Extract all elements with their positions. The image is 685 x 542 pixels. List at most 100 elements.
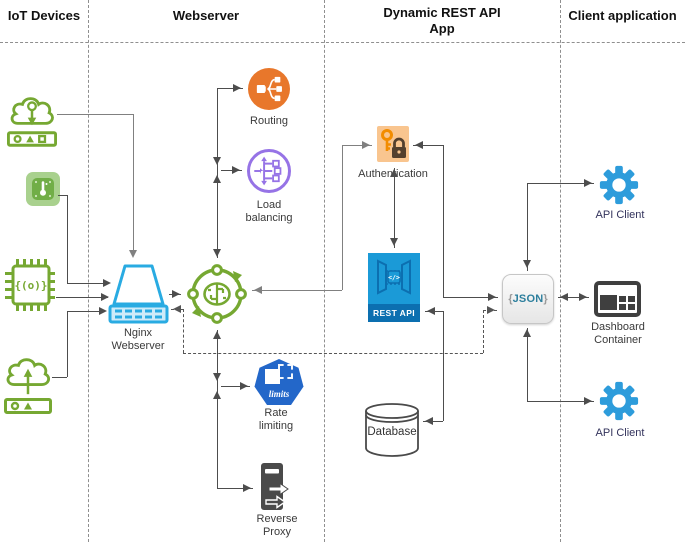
edge-gw-auth-h1 [252,290,342,291]
column-header-client-application: Client application [568,8,677,23]
arrow-into-nginx-3 [99,307,112,315]
edge-gateway-bottom-trunk [217,330,218,488]
edge-cloud2-v [67,311,68,377]
arrow-into-gateway-bottom [213,326,221,339]
arrow-into-api-client-top [584,179,597,187]
reverse-proxy-label: Reverse Proxy [256,513,298,538]
dashed-h2 [183,353,483,354]
database-label: Database [367,426,417,438]
api-client-top-label: API Client [595,209,645,221]
arrow-into-auth-left [362,141,375,149]
load-balancing-icon [247,149,291,193]
rate-limiting-icon-text: limits [268,389,290,399]
edge-cloud2-h1 [52,377,67,378]
dashboard-container-label: Dashboard Container [591,321,645,346]
iot-cloud-upload-icon [4,352,52,403]
divider-iot-webserver [88,0,89,542]
api-client-bottom-label: API Client [595,427,645,439]
edge-gateway-top-trunk [217,88,218,258]
json-gateway: {JSON} [502,274,554,324]
divider-header [0,42,685,43]
arrow-into-api-client-bottom [584,397,597,405]
edge-gw-auth-h2 [342,145,372,146]
edge-json-clientbot-h [527,401,594,402]
edge-auth-json-h2 [443,297,498,298]
api-client-bottom-icon [598,380,640,427]
arrow-into-rest-top [390,238,398,251]
load-balancing-label: Load balancing [245,199,293,224]
iot-device-bar-icon [6,131,57,152]
arrow-into-nginx-1 [103,279,116,287]
edge-json-clienttop-v [527,183,528,271]
iot-thermometer-sensor-icon [26,172,60,206]
junction-rl-up [213,386,221,399]
arrow-into-nginx-2 [101,293,114,301]
arrow-into-rate-limiting [240,382,253,390]
divider-api-client [560,0,561,542]
json-brace-right: } [543,293,548,305]
arrow-into-reverse-proxy [243,484,256,492]
rate-limiting-label: Rate limiting [258,407,294,432]
dashed-v1 [183,309,184,353]
database-icon: Database [363,402,421,463]
junction-rl-down [213,373,221,386]
api-gateway-brain-icon [186,263,248,330]
edge-rest-db-h2 [423,421,443,422]
iot-chip-icon: {(o)} [3,253,57,322]
edge-cloud1-h [57,114,133,115]
arrow-into-json-right [555,293,568,301]
reverse-proxy-icon [256,461,296,520]
junction-lb-down [213,157,221,170]
edge-therm-h1 [58,195,67,196]
edge-auth-json-h1 [413,145,443,146]
arrow-into-auth-bottom [390,164,398,177]
arrow-into-routing [233,84,246,92]
column-header-webserver: Webserver [172,8,240,23]
nginx-webserver-icon [107,264,169,329]
edge-cloud1-v [133,114,134,256]
edge-revproxy-h [217,488,253,489]
edge-rest-db-h1 [425,311,443,312]
api-client-top-icon [598,164,640,211]
json-brace-left: { [508,293,513,305]
dashed-arrow-into-nginx [168,305,181,313]
arrow-into-gateway-right [249,286,262,294]
edge-rl-h [221,386,250,387]
edge-auth-json-v [443,145,444,297]
dashed-arrow-into-json [487,306,500,314]
routing-label: Routing [250,115,288,127]
authentication-icon [377,126,409,162]
arrow-into-nginx-top [129,250,137,263]
routing-icon [248,68,290,110]
arrow-into-json-left [488,293,501,301]
edge-chip-h [56,297,108,298]
edge-json-clienttop-h [527,183,594,184]
edge-routing-h [217,88,243,89]
column-header-dynamic-rest-api: Dynamic REST API App [383,5,501,36]
dashboard-container-icon [594,281,641,317]
edge-gw-auth-v [342,145,343,290]
edge-cloud2-h2 [67,311,105,312]
iot-cloud-download-icon [7,91,57,136]
edge-lb-h [221,170,242,171]
arrow-into-json-top [523,260,531,273]
edge-json-clientbot-v [527,328,528,401]
arrow-into-json-bottom [523,324,531,337]
dashed-v2 [483,310,484,353]
column-header-iot-devices: IoT Devices [7,8,81,23]
rate-limiting-icon: limits [254,359,304,405]
junction-lb-up [213,170,221,183]
iot-device-bar2-icon [4,398,52,419]
arrow-into-load-balancing [232,166,245,174]
arrow-into-dashboard [579,293,592,301]
edge-therm-h2 [67,283,109,284]
nginx-webserver-label: Nginx Webserver [111,327,165,352]
rest-api-badge: REST API [368,304,420,322]
rest-api-icon: </> REST API [368,253,420,322]
json-text: JSON [512,293,544,305]
edge-rest-db-v [443,311,444,421]
arrow-into-gateway-left [172,290,185,298]
arrow-into-database [420,417,433,425]
edge-json-dashboard [558,297,589,298]
